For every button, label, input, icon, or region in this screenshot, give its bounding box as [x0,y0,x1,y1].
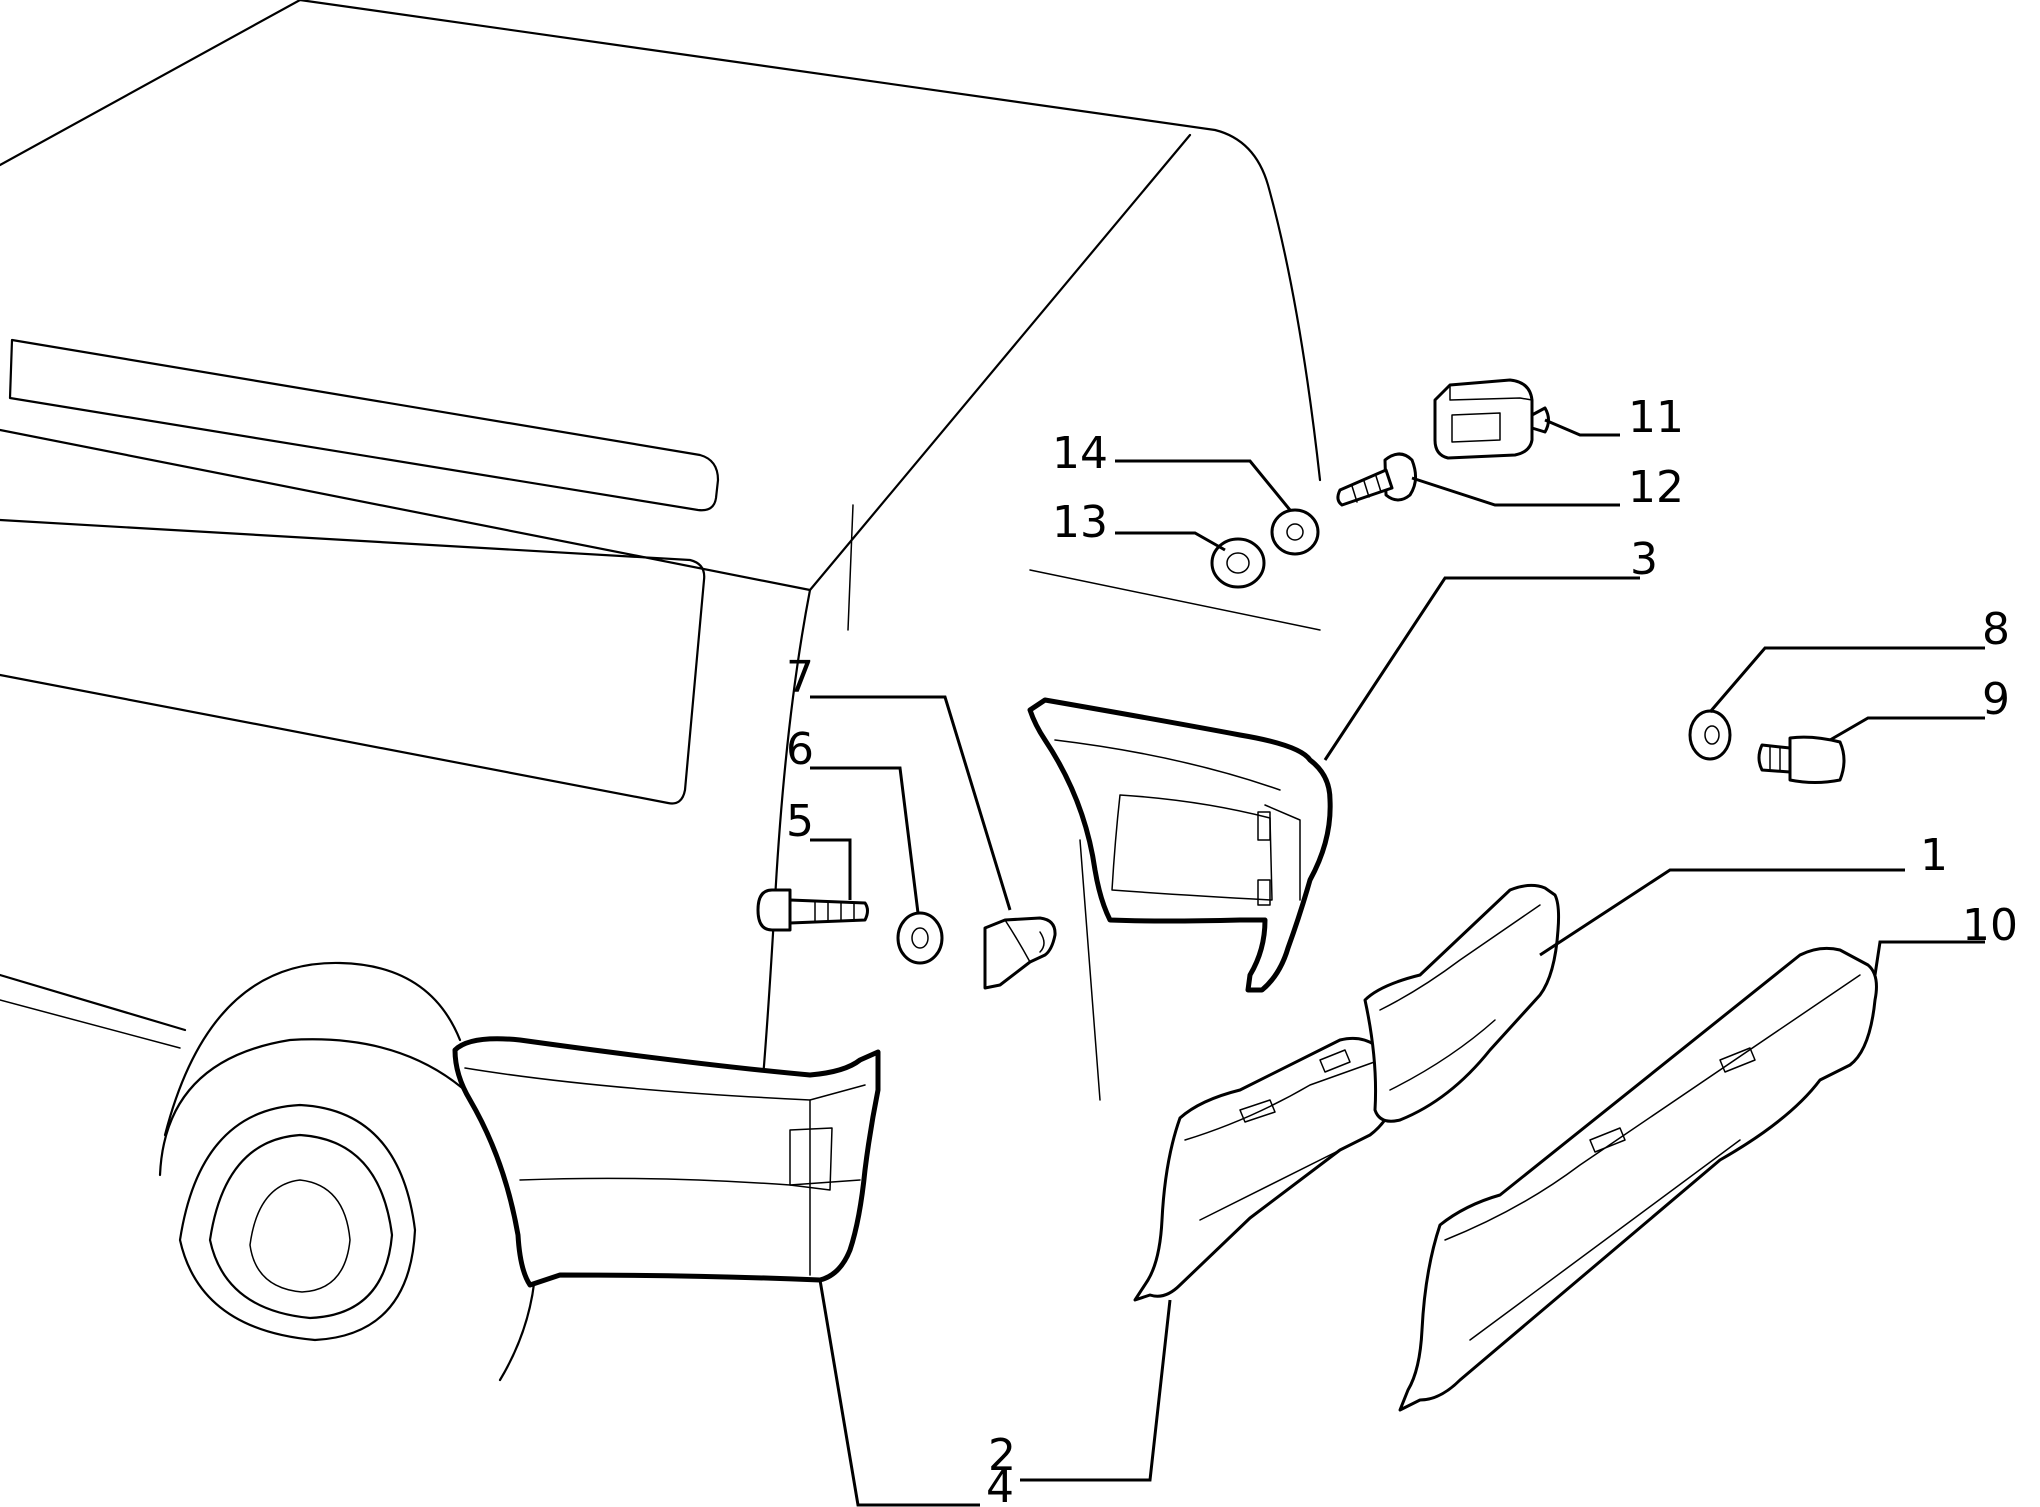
part-7-clip [983,916,1057,990]
part-13-nut [1210,537,1266,589]
callout-11: 11 [1628,392,1684,443]
leader-9 [1829,716,1985,742]
callout-14: 14 [1052,428,1108,479]
leader-8 [1708,646,1985,713]
part-1-side-skirt [1363,883,1561,1123]
callout-10: 10 [1962,900,2018,951]
callout-8: 8 [1982,604,2010,655]
part-11-retainer [1433,378,1550,460]
callout-6: 6 [786,724,814,775]
callout-4: 4 [986,1462,1014,1507]
part-10-side-skirt [1398,946,1878,1412]
leader-14 [1115,459,1292,511]
leader-6 [810,766,920,914]
part-5-bolt [756,888,869,932]
callout-7: 7 [786,652,814,703]
part-6-washer [896,911,944,965]
leader-3 [1323,576,1640,761]
part-14-washer [1270,508,1320,556]
leader-10 [1873,940,1985,976]
callout-12: 12 [1628,462,1684,513]
callout-labels: 1 2 3 4 5 6 7 8 9 10 11 12 13 14 [786,392,2018,1507]
part-4-bumper-corner [452,1036,881,1288]
leader-lines [810,418,1985,1507]
callout-5: 5 [786,796,814,847]
leader-13 [1115,531,1226,552]
callout-1: 1 [1920,830,1948,881]
part-12-screw [1336,452,1417,507]
part-9-bolt [1757,735,1846,784]
leader-1 [1539,868,1905,957]
leader-12 [1411,476,1620,507]
leader-2 [1020,1299,1172,1482]
leader-7 [810,695,1012,911]
callout-13: 13 [1052,497,1108,548]
callout-9: 9 [1982,674,2010,725]
callout-3: 3 [1630,534,1658,585]
leader-5 [810,838,852,900]
leader-4 [818,1279,980,1507]
part-3-side-panel [1027,697,1333,993]
part-2-side-skirt [1133,1036,1404,1302]
leader-11 [1544,418,1620,437]
vehicle-body [0,0,1322,1382]
callout-2: 2 [988,1430,1016,1481]
part-8-washer [1688,709,1732,761]
